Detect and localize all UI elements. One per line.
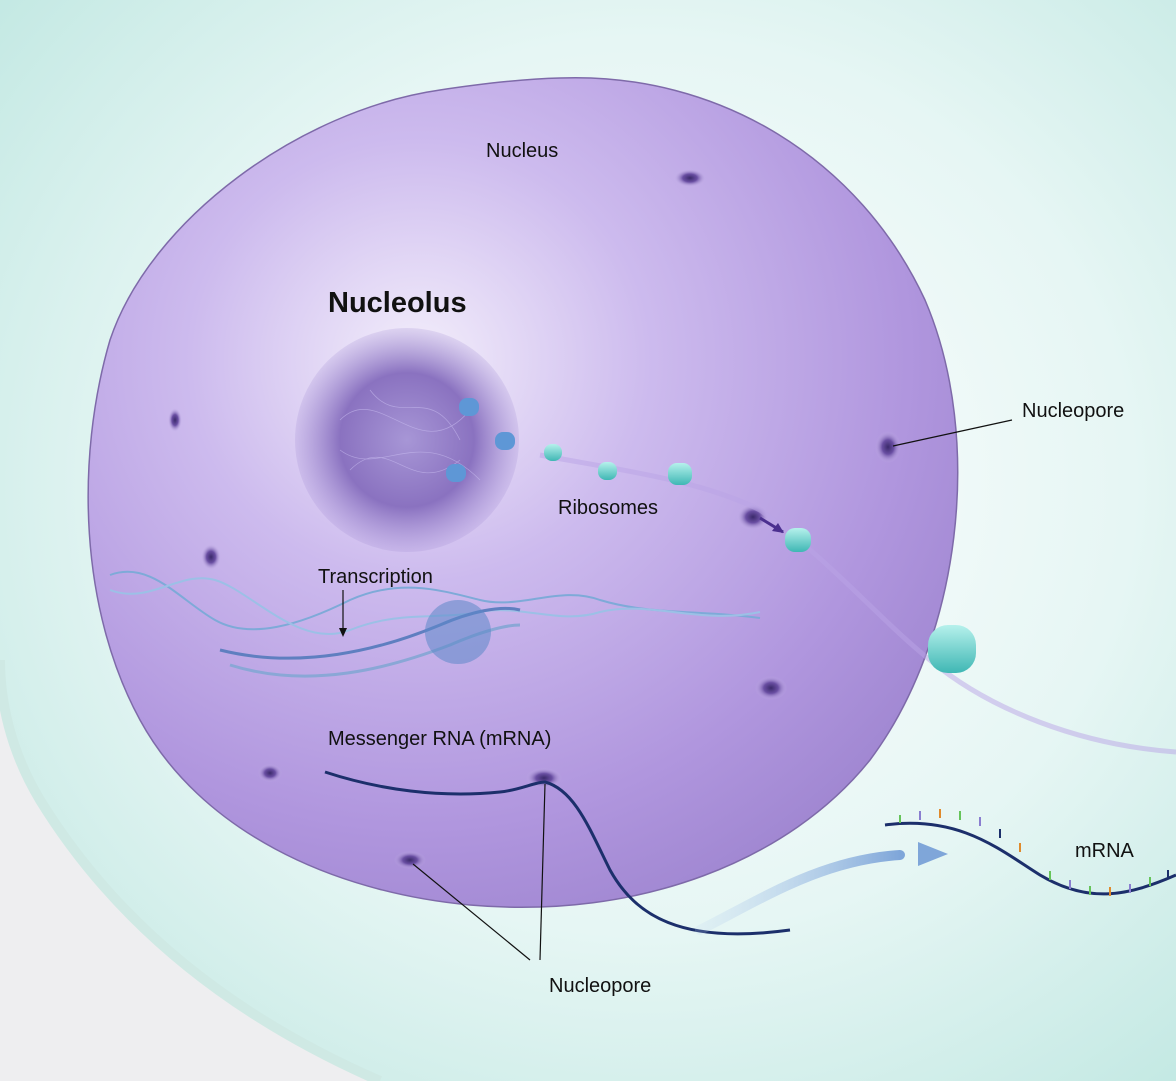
ribosome — [495, 432, 515, 450]
label-mrna: mRNA — [1075, 840, 1134, 862]
mrna-bases — [899, 809, 1169, 896]
label-nucleopore-right: Nucleopore — [1022, 400, 1125, 422]
leader-line-nucleopore-b — [412, 863, 531, 961]
transcription-arrowhead — [339, 628, 347, 637]
ribosome — [544, 444, 562, 461]
ribosome — [446, 464, 466, 482]
label-nucleopore-bottom: Nucleopore — [549, 975, 652, 997]
nucleolus-texture — [339, 389, 481, 481]
label-ribosomes: Ribosomes — [558, 497, 659, 519]
nucleopore — [394, 851, 426, 869]
nucleopore — [674, 169, 706, 187]
mrna-export-strand — [324, 770, 791, 936]
label-transcription: Transcription — [318, 566, 433, 588]
nucleopore — [201, 544, 221, 570]
ribosome — [459, 398, 479, 416]
ribosomes-group — [446, 398, 976, 673]
ribosome — [598, 462, 617, 480]
export-arrow-head — [772, 523, 784, 533]
nucleopore — [755, 676, 787, 700]
nucleopore — [875, 431, 901, 463]
nucleus-membrane — [87, 77, 959, 909]
nucleolus — [295, 328, 519, 552]
rna-polymerase — [425, 600, 491, 664]
cytoplasm-mrna — [884, 821, 1176, 896]
nucleopore — [168, 408, 182, 432]
cell-membrane — [0, 659, 382, 1081]
transcription-strands — [219, 606, 521, 678]
ribosome — [668, 463, 692, 485]
mrna-flow-arrow — [695, 850, 905, 935]
label-messenger-rna: Messenger RNA (mRNA) — [328, 728, 552, 750]
ribosome-export-path — [539, 452, 1176, 755]
ribosome — [928, 625, 976, 673]
dna-helix — [109, 570, 761, 636]
leader-line-nucleopore — [892, 419, 1013, 447]
nucleopore — [258, 764, 282, 782]
leader-line-nucleopore-a — [539, 783, 546, 961]
ribosome — [785, 528, 811, 552]
mrna-flow-arrowhead — [918, 842, 948, 866]
label-nucleolus: Nucleolus — [328, 287, 467, 319]
label-nucleus: Nucleus — [486, 140, 559, 162]
